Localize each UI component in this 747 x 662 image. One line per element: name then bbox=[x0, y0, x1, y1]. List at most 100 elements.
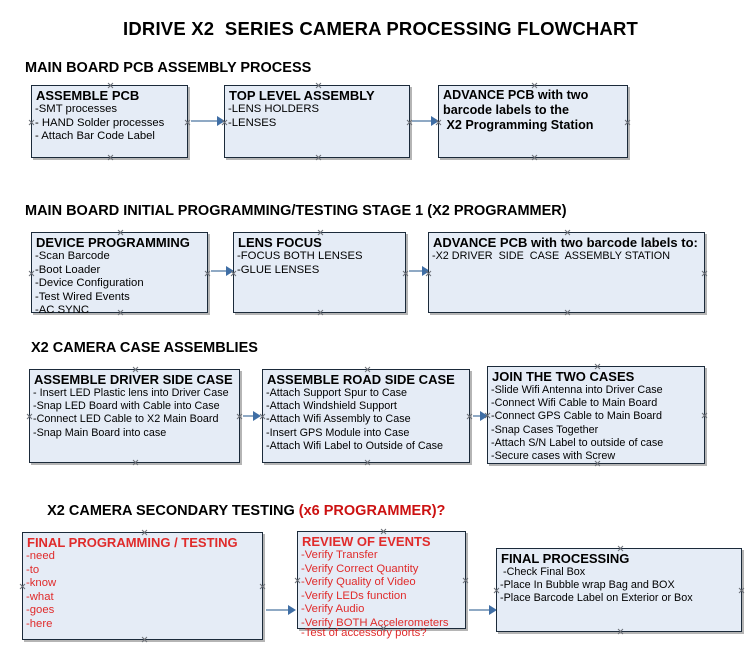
connector-handle-bottom[interactable] bbox=[141, 636, 148, 643]
node-line: -GLUE LENSES bbox=[237, 263, 320, 276]
node-lines: -Scan Barcode -Boot Loader -Device Confi… bbox=[32, 250, 207, 318]
node-header: ADVANCE PCB with two barcode labels to: bbox=[433, 235, 698, 250]
node-advance-pcb-to-x2-programming-station[interactable]: ADVANCE PCB with two barcode labels to t… bbox=[438, 85, 628, 158]
node-lines: - Insert LED Plastic lens into Driver Ca… bbox=[30, 387, 239, 440]
connector-handle-bottom[interactable] bbox=[317, 309, 324, 316]
node-line: -Attach Support Spur to Case bbox=[266, 387, 408, 399]
node-header: LENS FOCUS bbox=[238, 235, 322, 250]
connector-handle-right[interactable] bbox=[701, 270, 708, 277]
node-line: -Attach Windshield Support bbox=[266, 400, 397, 413]
section-heading-x2-camera-case-assemblies: X2 CAMERA CASE ASSEMBLIES bbox=[31, 340, 258, 356]
connector-handle-bottom[interactable] bbox=[564, 309, 571, 316]
connector-line-2b bbox=[409, 270, 424, 272]
connector-handle-bottom[interactable] bbox=[107, 154, 114, 161]
node-line: -Connect LED Cable to X2 Main Board bbox=[33, 413, 219, 426]
page-title: IDRIVE X2 SERIES CAMERA PROCESSING FLOWC… bbox=[123, 18, 639, 39]
node-line: -Snap Main Board into case bbox=[33, 426, 167, 439]
connector-line-3b bbox=[473, 415, 482, 417]
node-assemble-driver-side-case[interactable]: ASSEMBLE DRIVER SIDE CASE - Insert LED P… bbox=[29, 369, 240, 463]
node-line: -FOCUS BOTH LENSES bbox=[237, 250, 363, 262]
node-lens-focus[interactable]: LENS FOCUS -FOCUS BOTH LENSES -GLUE LENS… bbox=[233, 232, 406, 313]
node-advance-pcb-to-driver-side-case-assembly[interactable]: ADVANCE PCB with two barcode labels to: … bbox=[428, 232, 705, 313]
node-line: -X2 DRIVER SIDE CASE ASSEMBLY STATION bbox=[432, 250, 670, 262]
node-line: -AC SYNC bbox=[35, 304, 89, 317]
node-line: -Attach Wifi Label to Outside of Case bbox=[266, 439, 444, 452]
connector-line-1b bbox=[412, 120, 434, 122]
node-device-programming[interactable]: DEVICE PROGRAMMING -Scan Barcode -Boot L… bbox=[31, 232, 208, 316]
node-header: TOP LEVEL ASSEMBLY bbox=[229, 88, 375, 103]
node-line: -LENS HOLDERS bbox=[228, 103, 320, 115]
node-line: -SMT processes bbox=[35, 103, 118, 115]
connector-arrow-3a bbox=[253, 411, 261, 421]
node-line: -here bbox=[26, 617, 53, 630]
node-line: -need bbox=[26, 550, 55, 562]
node-header: ASSEMBLE ROAD SIDE CASE bbox=[267, 372, 455, 387]
node-lines: -need -to -know -what -goes -here bbox=[23, 550, 262, 632]
node-line: -Attach Wifi Assembly to Case bbox=[266, 413, 411, 426]
connector-line-1a bbox=[191, 120, 219, 122]
node-line: -Insert GPS Module into Case bbox=[266, 426, 410, 439]
connector-line-2a bbox=[211, 270, 228, 272]
node-line: -Verify Quality of Video bbox=[301, 576, 416, 589]
node-review-of-events[interactable]: REVIEW OF EVENTS -Verify Transfer -Verif… bbox=[297, 531, 466, 639]
node-line: -Place Barcode Label on Exterior or Box bbox=[500, 592, 693, 605]
connector-arrow-1b bbox=[431, 116, 439, 126]
node-line: -Place In Bubble wrap Bag and BOX bbox=[500, 579, 675, 592]
node-lines: -X2 DRIVER SIDE CASE ASSEMBLY STATION bbox=[429, 250, 704, 263]
node-line: -Slide Wifi Antenna into Driver Case bbox=[491, 384, 663, 396]
section-heading-main-board-initial-programming: MAIN BOARD INITIAL PROGRAMMING/TESTING S… bbox=[25, 203, 567, 219]
node-line: -Scan Barcode bbox=[35, 250, 110, 262]
node-line: -to bbox=[26, 563, 40, 576]
node-line: -Test Wired Events bbox=[35, 290, 130, 303]
connector-handle-bottom[interactable] bbox=[617, 628, 624, 635]
connector-handle-bottom[interactable] bbox=[364, 459, 371, 466]
node-line: -Boot Loader bbox=[35, 263, 101, 276]
connector-arrow-3b bbox=[480, 411, 488, 421]
node-header: FINAL PROCESSING bbox=[501, 551, 630, 566]
connector-arrow-4b bbox=[489, 605, 497, 615]
node-lines: -Check Final Box -Place In Bubble wrap B… bbox=[497, 566, 741, 606]
node-join-the-two-cases[interactable]: JOIN THE TWO CASES -Slide Wifi Antenna i… bbox=[487, 366, 705, 464]
node-header: ASSEMBLE PCB bbox=[36, 88, 140, 103]
node-line: -Check Final Box bbox=[500, 566, 586, 578]
connector-handle-bottom[interactable] bbox=[531, 154, 538, 161]
connector-line-4a bbox=[266, 609, 290, 611]
node-line: - HAND Solder processes bbox=[35, 116, 165, 129]
node-assemble-road-side-case[interactable]: ASSEMBLE ROAD SIDE CASE -Attach Support … bbox=[262, 369, 470, 463]
node-lines: -LENS HOLDERS -LENSES bbox=[225, 103, 409, 130]
section-heading-accent: (x6 PROGRAMMER)? bbox=[298, 503, 446, 519]
node-line: -Device Configuration bbox=[35, 277, 144, 290]
connector-handle-bottom[interactable] bbox=[315, 154, 322, 161]
node-line: -Verify LEDs function bbox=[301, 589, 407, 602]
node-line: -know bbox=[26, 577, 57, 590]
node-line: - Attach Bar Code Label bbox=[35, 130, 155, 143]
node-line: -Snap Cases Together bbox=[491, 423, 599, 436]
node-top-level-assembly[interactable]: TOP LEVEL ASSEMBLY -LENS HOLDERS -LENSES bbox=[224, 85, 410, 158]
node-header: FINAL PROGRAMMING / TESTING bbox=[27, 535, 238, 550]
connector-handle-bottom[interactable] bbox=[132, 459, 139, 466]
node-line: -Verify Audio bbox=[301, 603, 365, 616]
section-heading-x2-camera-secondary-testing: X2 CAMERA SECONDARY TESTING (x6 PROGRAMM… bbox=[31, 487, 445, 535]
node-header: DEVICE PROGRAMMING bbox=[36, 235, 190, 250]
node-line: -Verify Transfer bbox=[301, 549, 378, 561]
node-final-programming-testing[interactable]: FINAL PROGRAMMING / TESTING -need -to -k… bbox=[22, 532, 263, 640]
node-final-processing[interactable]: FINAL PROCESSING -Check Final Box -Place… bbox=[496, 548, 742, 632]
node-line: -Verify Correct Quantity bbox=[301, 562, 419, 575]
node-lines: -SMT processes - HAND Solder processes -… bbox=[32, 103, 187, 144]
node-lines: -Attach Support Spur to Case -Attach Win… bbox=[263, 387, 469, 453]
node-line: -Snap LED Board with Cable into Case bbox=[33, 400, 220, 413]
section-heading-main-board-pcb-assembly-process: MAIN BOARD PCB ASSEMBLY PROCESS bbox=[25, 60, 312, 76]
node-line: -Connect Wifi Cable to Main Board bbox=[491, 397, 658, 410]
node-line: - Insert LED Plastic lens into Driver Ca… bbox=[33, 387, 229, 399]
node-line: -LENSES bbox=[228, 116, 277, 129]
connector-arrow-2a bbox=[226, 266, 234, 276]
node-line: -Connect GPS Cable to Main Board bbox=[491, 410, 663, 423]
node-assemble-pcb[interactable]: ASSEMBLE PCB -SMT processes - HAND Solde… bbox=[31, 85, 188, 158]
connector-line-4b bbox=[469, 609, 491, 611]
connector-arrow-2b bbox=[422, 266, 430, 276]
node-line: -Secure cases with Screw bbox=[491, 450, 616, 463]
connector-arrow-4a bbox=[288, 605, 296, 615]
node-line: -Attach S/N Label to outside of case bbox=[491, 436, 664, 449]
section-heading-text: X2 CAMERA SECONDARY TESTING bbox=[47, 503, 299, 519]
